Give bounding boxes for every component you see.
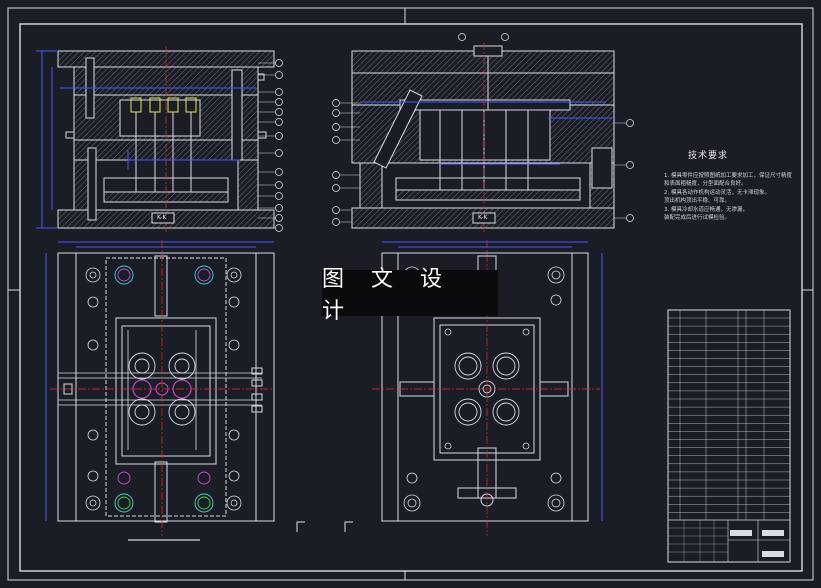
tech-note-line: 2. 模具各动作机构运动灵活，无卡滞现象。 xyxy=(664,189,770,196)
technical-requirements-notes: 1. 模具零件应按照图纸加工要求加工，保证尺寸精度 和表面粗糙度，分型面配合良好… xyxy=(664,172,792,222)
tech-note-line: 1. 模具零件应按照图纸加工要求加工，保证尺寸精度 xyxy=(664,173,792,179)
tech-note-line: 顶出机构顶出平稳、可靠。 xyxy=(664,198,731,205)
technical-requirements-title: 技术要求 xyxy=(688,151,729,161)
tech-note-line: 3. 模具冷却水道应畅通，无渗漏， xyxy=(664,206,748,213)
left-section-view xyxy=(36,46,283,232)
tech-note-line: 和表面粗糙度，分型面配合良好。 xyxy=(664,181,747,188)
right-section-view xyxy=(332,33,634,234)
left-section-tag: K-K xyxy=(157,214,167,221)
left-plan-view xyxy=(45,240,275,541)
watermark-label: 图 文 设 计 xyxy=(322,267,498,324)
tech-note-line: 装配完成后进行试模检验。 xyxy=(664,215,731,222)
inner-frame xyxy=(19,23,803,572)
right-section-tag: K-K xyxy=(478,214,488,221)
parts-list-table xyxy=(667,309,791,563)
outer-frame xyxy=(7,7,814,581)
